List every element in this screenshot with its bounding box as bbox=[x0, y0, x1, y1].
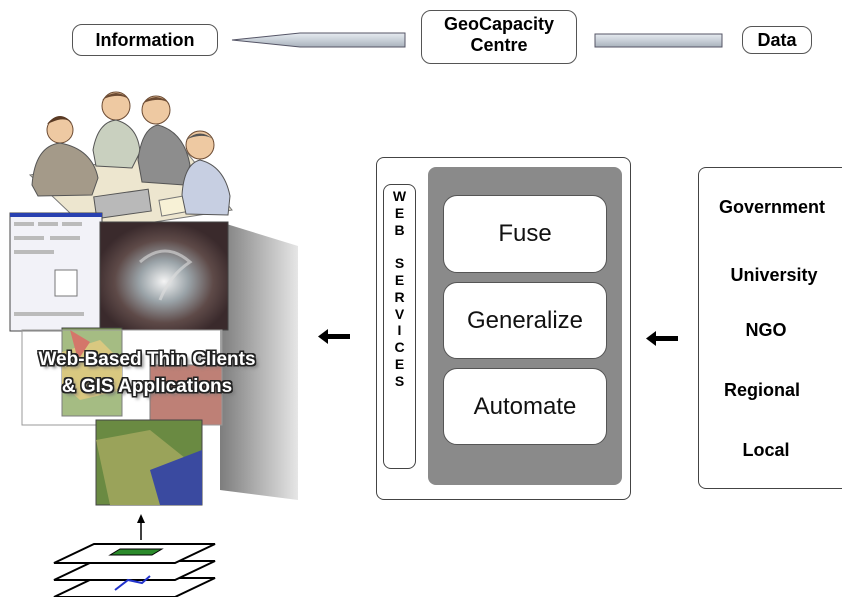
ws-letter: B bbox=[394, 221, 405, 238]
person-3-icon bbox=[137, 95, 191, 186]
arrow-from-data bbox=[594, 33, 723, 48]
arrow-services-to-clients bbox=[318, 329, 350, 344]
process-fuse: Fuse bbox=[443, 195, 607, 273]
person-4-icon bbox=[181, 130, 231, 216]
gis-application-screenshots bbox=[9, 212, 229, 506]
data-label: Data bbox=[742, 26, 812, 54]
arrow-to-information bbox=[231, 32, 406, 48]
clients-title: Web-Based Thin Clients & GIS Application… bbox=[2, 346, 292, 400]
ws-letter: E bbox=[394, 204, 405, 221]
clients-title-line1: Web-Based Thin Clients bbox=[38, 349, 256, 370]
source-label-ngo: NGO bbox=[745, 320, 787, 340]
ws-letter: C bbox=[394, 339, 405, 356]
people-illustration bbox=[28, 91, 233, 233]
source-label-regional: Regional bbox=[723, 380, 801, 400]
person-2-icon bbox=[92, 91, 141, 169]
source-label-university: University bbox=[730, 265, 818, 285]
ws-letter: I bbox=[397, 322, 402, 339]
clients-title-line2: & GIS Applications bbox=[61, 376, 233, 397]
sources-panel bbox=[698, 167, 842, 489]
ws-letter: R bbox=[394, 288, 405, 305]
web-services-label: W E B S E R V I C E S bbox=[383, 184, 416, 469]
arrow-up-from-layers bbox=[137, 514, 145, 540]
ws-letter: V bbox=[394, 305, 405, 322]
ws-letter: E bbox=[394, 271, 405, 288]
information-label: Information bbox=[72, 24, 218, 56]
source-label-government: Government bbox=[718, 197, 826, 217]
process-generalize: Generalize bbox=[443, 282, 607, 359]
ws-letter: S bbox=[394, 372, 405, 389]
ws-letter: W bbox=[392, 188, 407, 204]
source-label-local: Local bbox=[742, 440, 790, 460]
projection-shadow bbox=[220, 222, 298, 500]
process-automate: Automate bbox=[443, 368, 607, 445]
ws-letter: E bbox=[394, 355, 405, 372]
map-layers-icon bbox=[53, 543, 216, 597]
geocapacity-centre-box: GeoCapacity Centre bbox=[421, 10, 577, 64]
person-1-icon bbox=[31, 116, 99, 197]
centre-title-line1: GeoCapacity bbox=[443, 14, 555, 34]
arrow-sources-to-services bbox=[646, 331, 678, 346]
ws-letter: S bbox=[394, 255, 405, 272]
centre-title-line2: Centre bbox=[470, 35, 528, 55]
